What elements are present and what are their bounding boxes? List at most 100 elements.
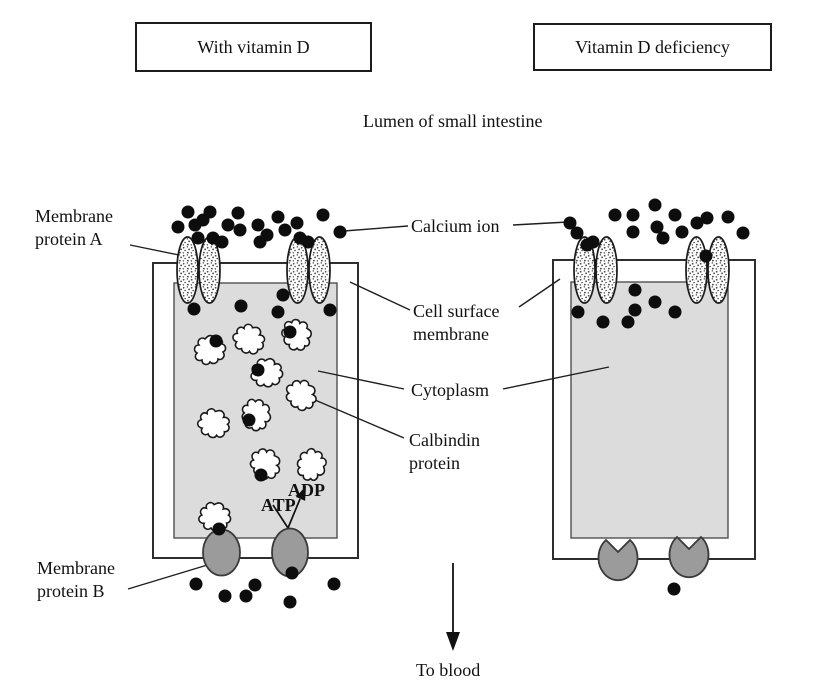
calbindin-protein-blob (232, 323, 266, 355)
calcium-ion-dot (648, 295, 662, 309)
calcium-ion-dot (254, 468, 268, 482)
calcium-ion-dot (283, 595, 297, 609)
calcium-ion-dot (628, 303, 642, 317)
leader-cytoplasm-left (317, 370, 405, 390)
calcium-ion-dot (242, 413, 256, 427)
calcium-ion-dot (628, 283, 642, 297)
calcium-ion-dot (189, 577, 203, 591)
calcium-ion-dot (276, 288, 290, 302)
calcium-ion-dot (596, 315, 610, 329)
calcium-ion-dot (253, 235, 267, 249)
leader-lines (127, 221, 610, 590)
lumen-label: Lumen of small intestine (363, 111, 543, 131)
calcium-ion-dot (323, 303, 337, 317)
atp-label: ATP (261, 495, 296, 515)
leader-cell-surface-membrane-left (349, 281, 411, 311)
ions-left-below (189, 577, 341, 609)
atp-arrow-segment (272, 504, 289, 529)
calcium-ion-dot (650, 220, 664, 234)
calbindin-protein-blob (196, 408, 230, 439)
membrane-protein-b-pump (202, 528, 241, 577)
ions-left-cytoplasm (187, 288, 337, 580)
calcium-ion-dot (283, 325, 297, 339)
calcium-ion-dot (690, 216, 704, 230)
calcium-ion-dot (667, 582, 681, 596)
membrane-protein-b-pump-notched (597, 538, 639, 582)
to-blood-label: To blood (416, 660, 481, 680)
leader-membrane-protein-b (127, 562, 215, 590)
left-cell (152, 262, 359, 559)
calcium-ion-dot (668, 208, 682, 222)
calcium-ion-dot (626, 225, 640, 239)
calcium-ion-dot (571, 305, 585, 319)
calcium-ion-dot (570, 226, 584, 240)
atp-adp-arrow (272, 486, 306, 529)
calcium-ion-dot (278, 223, 292, 237)
calcium-ion-dot (699, 249, 713, 263)
calcium-ion-dot (271, 305, 285, 319)
adp-label: ADP (288, 480, 325, 500)
leader-calbindin-protein (314, 399, 405, 439)
membrane-protein-b-group (202, 527, 710, 582)
calcium-ion-dot (231, 206, 245, 220)
calcium-ion-dot (233, 223, 247, 237)
title-with-vitamin-d: With vitamin D (197, 36, 310, 57)
calcium-ion-dot (248, 578, 262, 592)
calcium-ion-dot (191, 231, 205, 245)
calcium-ion-dot (187, 302, 201, 316)
calbindin-protein-blob (285, 379, 317, 412)
ions-bound-to-calbindin (209, 325, 297, 536)
calcium-ion-dot (656, 231, 670, 245)
calcium-ion-dot (221, 218, 235, 232)
calcium-ion-dot (209, 334, 223, 348)
calcium-ion-dot (580, 238, 594, 252)
calcium-ion-dot (621, 315, 635, 329)
calcium-ion-dot (251, 363, 265, 377)
calcium-ion-dot (271, 210, 285, 224)
calcium-ion-label: Calcium ion (411, 216, 500, 236)
calcium-ion-dot (285, 566, 299, 580)
calcium-ion-dot (181, 205, 195, 219)
adp-arrow-segment (287, 498, 301, 529)
ions-right-lumen (563, 198, 750, 263)
calcium-ion-dot (239, 589, 253, 603)
calcium-ion-dot (675, 225, 689, 239)
ions-left-lumen (171, 205, 347, 249)
calcium-ion-dot (700, 211, 714, 225)
calbindin-protein-blob (296, 447, 327, 481)
calcium-ion-dot (218, 589, 232, 603)
leader-cell-surface-membrane-right (518, 278, 561, 308)
calcium-ion-dot (251, 218, 265, 232)
calcium-ion-dot (316, 208, 330, 222)
to-blood-arrow (446, 563, 460, 651)
calcium-ion-dot (736, 226, 750, 240)
right-cytoplasm-area (570, 281, 729, 539)
calcium-ion-dot (171, 220, 185, 234)
leader-calcium-ion-right (512, 221, 569, 226)
title-vitamin-d-deficiency: Vitamin D deficiency (575, 36, 730, 57)
calcium-ion-dot (608, 208, 622, 222)
calcium-ion-dot (212, 522, 226, 536)
leader-membrane-protein-a (129, 244, 180, 256)
title-box-vitamin-d-deficiency: Vitamin D deficiency (533, 23, 772, 71)
calcium-ion-dot (563, 216, 577, 230)
title-box-with-vitamin-d: With vitamin D (135, 22, 372, 72)
calcium-ion-dot (215, 235, 229, 249)
ions-right-cytoplasm (571, 283, 682, 329)
calcium-ion-dot (234, 299, 248, 313)
calcium-ion-dot (327, 577, 341, 591)
calcium-ion-dot (301, 235, 315, 249)
membrane-protein-a-channel (573, 236, 618, 304)
to-blood-arrowhead (446, 632, 460, 651)
membrane-protein-b-pump-notched (668, 535, 710, 579)
calcium-ion-dot (626, 208, 640, 222)
calcium-ion-dot (721, 210, 735, 224)
calcium-ion-dot (290, 216, 304, 230)
calcium-ion-dot (333, 225, 347, 239)
